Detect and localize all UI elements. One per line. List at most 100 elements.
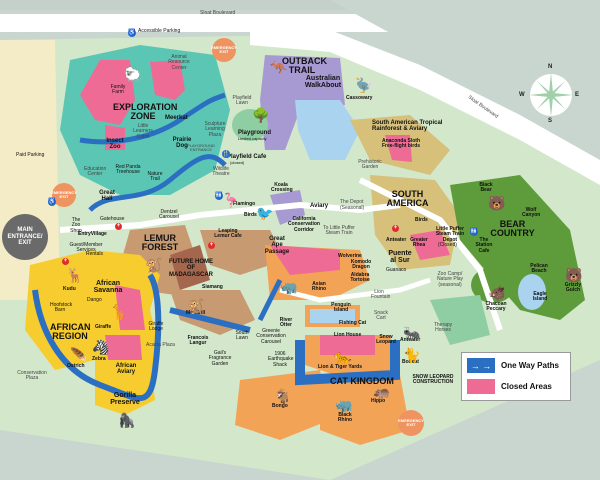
- zoo-camp-nature-play[interactable]: Zoo Camp/ Nature Play (seasonal): [436, 271, 464, 288]
- lion-tiger-yards[interactable]: Lion & Tiger Yards: [318, 364, 362, 370]
- earthquake-shack[interactable]: 1906 Earthquake Shack: [268, 351, 294, 368]
- anaconda-sloth[interactable]: Anaconda Sloth Free-flight birds: [381, 138, 421, 150]
- black-bear-icon: 🐻: [488, 195, 506, 211]
- zone-outback-trail[interactable]: OUTBACK TRAIL: [282, 56, 327, 76]
- koala-crossing[interactable]: Koala Crossing: [271, 182, 293, 194]
- hoofstock-barn[interactable]: Hoofstock Barn: [50, 302, 73, 314]
- family-farm[interactable]: Family Farm: [110, 84, 126, 96]
- grizzly-gulch[interactable]: Grizzly Gulch: [564, 282, 582, 294]
- zone-lemur-forest[interactable]: LEMUR FOREST: [141, 233, 179, 253]
- francois-langur[interactable]: Francois Langur: [187, 335, 209, 347]
- snack-cart[interactable]: Snack Cart: [374, 310, 388, 322]
- african-aviary[interactable]: African Aviary: [115, 363, 137, 376]
- emergency-exit-label: EMERGENCY EXIT: [51, 189, 77, 199]
- insect-zoo[interactable]: Insect Zoo: [106, 138, 124, 151]
- sa-tropical-rainforest[interactable]: South American Tropical Rainforest & Avi…: [372, 120, 443, 133]
- black-rhino[interactable]: Black Rhino: [337, 412, 353, 424]
- zoo-shop[interactable]: The Zoo Shop: [70, 217, 82, 234]
- zone-african-region[interactable]: AFRICAN REGION: [50, 322, 91, 342]
- emergency-exit-bottom[interactable]: EMERGENCY EXIT: [398, 410, 424, 436]
- chacoan-peccary[interactable]: Chacoan Peccary: [485, 301, 507, 313]
- anteater[interactable]: Anteater: [400, 337, 421, 343]
- gails-fragrance-garden[interactable]: Gail's Fragrance Garden: [208, 350, 232, 367]
- puente-al-sur[interactable]: Puente al Sur: [388, 250, 412, 265]
- playfield-lawn[interactable]: Playfield Lawn: [232, 95, 252, 107]
- fishing-cat[interactable]: Fishing Cat: [339, 320, 367, 326]
- pelican-beach[interactable]: Pelican Beach: [530, 263, 548, 275]
- hippo[interactable]: Hippo: [371, 398, 386, 404]
- zone-exploration[interactable]: EXPLORATION ZONE: [113, 102, 178, 122]
- main-entrance-exit[interactable]: MAIN ENTRANCE/ EXIT: [2, 214, 48, 260]
- sa-anteater[interactable]: Anteater: [386, 237, 407, 243]
- wildlife-theatre[interactable]: Wildlife Theatre: [212, 166, 230, 178]
- kudu[interactable]: Kudu: [63, 286, 76, 292]
- south-lawn[interactable]: South Lawn: [235, 330, 249, 342]
- cassowary[interactable]: Cassowary: [346, 95, 373, 101]
- great-hall[interactable]: Great Hall: [99, 190, 115, 203]
- black-bear[interactable]: Black Bear: [479, 182, 493, 194]
- lion-fountain[interactable]: Lion Fountain: [371, 289, 391, 301]
- zone-african-savanna[interactable]: African Savanna: [93, 280, 123, 295]
- zone-bear-country[interactable]: BEAR COUNTRY: [490, 219, 535, 239]
- bobcat[interactable]: Bobcat: [402, 359, 419, 365]
- lion-house[interactable]: Lion House: [334, 332, 362, 338]
- australian-walkabout[interactable]: Australian WalkAbout: [304, 75, 342, 90]
- greenie-conservation-carousel[interactable]: Greenie Conservation Carousel: [256, 328, 286, 345]
- sa-birds[interactable]: Birds: [415, 217, 428, 223]
- therapy-horses[interactable]: Therapy Horses: [433, 322, 453, 334]
- emergency-exit-left[interactable]: EMERGENCY EXIT: [51, 183, 77, 207]
- dentzel-carousel[interactable]: Dentzel Carousel: [158, 209, 179, 221]
- giraffe-lodge[interactable]: Giraffe Lodge: [148, 321, 164, 333]
- conservation-plaza[interactable]: Conservation Plaza: [17, 370, 47, 382]
- giraffe[interactable]: Giraffe: [95, 324, 112, 330]
- aviary[interactable]: Aviary: [310, 203, 329, 209]
- prehistoric-garden[interactable]: Prehistoric Garden: [358, 159, 382, 171]
- the-depot[interactable]: The Depot: [340, 199, 364, 205]
- birds[interactable]: Birds: [244, 212, 257, 218]
- flamingo[interactable]: Flamingo: [233, 201, 256, 207]
- emergency-exit-top[interactable]: EMERGENCY EXIT: [211, 38, 237, 62]
- rentals[interactable]: Rentals: [86, 251, 103, 257]
- ostrich[interactable]: Ostrich: [67, 363, 85, 369]
- playfield-cafe[interactable]: Playfield Cafe: [227, 154, 267, 160]
- acacia-plaza[interactable]: Acacia Plaza: [146, 342, 175, 348]
- zone-south-america[interactable]: SOUTH AMERICA: [386, 189, 429, 209]
- snow-leopard[interactable]: Snow Leopard: [376, 334, 396, 346]
- sculpture-learning-plaza[interactable]: Sculpture Learning Plaza: [204, 121, 226, 138]
- komodo-dragon[interactable]: Komodo Dragon: [350, 259, 372, 271]
- guanaco[interactable]: Guanaco: [386, 267, 407, 273]
- meerkat[interactable]: Meerkat: [165, 115, 188, 121]
- playground-entrance[interactable]: PLAYGROUND ENTRANCE: [187, 143, 215, 153]
- asian-rhino[interactable]: Asian Rhino: [311, 281, 327, 293]
- playground[interactable]: Playground: [238, 130, 272, 136]
- little-learners-cabin[interactable]: Little Learners Cabin: [133, 123, 153, 140]
- animal-resource-center[interactable]: Animal Resource Center: [168, 54, 190, 71]
- entry-village[interactable]: EntryVillage: [78, 231, 107, 237]
- little-puffer-depot[interactable]: Little Puffer Steam Train Depot: [435, 226, 465, 243]
- california-conservation-corridor[interactable]: California Conservation Corridor: [288, 216, 320, 233]
- red-panda-treehouse[interactable]: Red Panda Treehouse: [115, 164, 141, 176]
- leaping-lemur-cafe[interactable]: Leaping Lemur Cafe: [214, 228, 242, 240]
- cassowary-icon: 🦤: [355, 77, 373, 93]
- guest-member-services[interactable]: Guest/Member Services: [69, 242, 103, 254]
- wolverine[interactable]: Wolverine: [338, 253, 362, 259]
- aldabra-tortoise[interactable]: Aldabra Tortoise: [350, 272, 370, 284]
- gorilla-preserve[interactable]: Gorilla Preserve: [110, 392, 140, 407]
- mandrill[interactable]: Mandrill: [186, 310, 206, 316]
- eagle-island[interactable]: Eagle Island: [532, 291, 548, 303]
- wolf-canyon[interactable]: Wolf Canyon: [522, 207, 541, 219]
- river-otter[interactable]: River Otter: [279, 317, 293, 329]
- great-ape-passage[interactable]: Great Ape Passage: [264, 236, 290, 255]
- zone-cat-kingdom[interactable]: CAT KINGDOM: [330, 376, 394, 386]
- station-cafe[interactable]: The Station Cafe: [475, 237, 493, 254]
- nature-trail[interactable]: Nature Trail: [147, 171, 163, 183]
- penguin-island[interactable]: Penguin Island: [331, 302, 351, 314]
- dango[interactable]: Dango: [87, 297, 102, 303]
- bongo[interactable]: Bongo: [272, 403, 288, 409]
- siamang[interactable]: Siamang: [202, 284, 223, 290]
- education-center[interactable]: Education Center: [84, 166, 107, 178]
- greater-rhea[interactable]: Greater Rhea: [410, 237, 428, 249]
- gatehouse[interactable]: Gatehouse: [100, 216, 125, 222]
- zebra[interactable]: Zebra: [92, 356, 106, 362]
- prairie-dog[interactable]: Prairie Dog: [172, 137, 192, 150]
